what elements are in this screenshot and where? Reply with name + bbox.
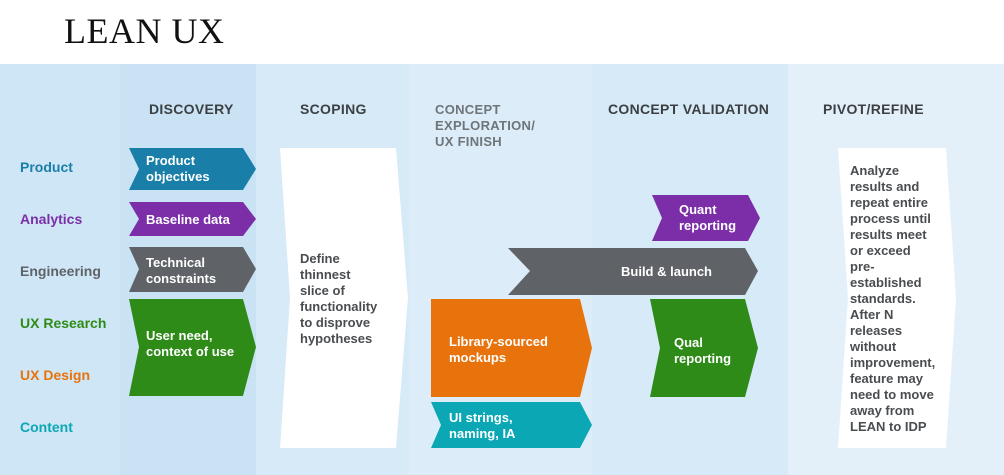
step-pivot-line-11: releases — [850, 323, 903, 338]
step-pivot-line-17: LEAN to IDP — [850, 419, 927, 434]
step-technical-constraints-line-1: Technical — [146, 255, 206, 270]
phase-discovery: DISCOVERY — [149, 101, 234, 117]
step-shape-product-objectives — [129, 148, 256, 190]
step-pivot-line-9: standards. — [850, 291, 916, 306]
step-pivot-line-4: process until — [850, 211, 931, 226]
phase-concept-validation: CONCEPT VALIDATION — [608, 101, 770, 117]
role-ux-design: UX Design — [20, 367, 91, 383]
step-quant-reporting-line-2: reporting — [679, 218, 737, 233]
phase-pivot-refine: PIVOT/REFINE — [823, 101, 924, 117]
phase-concept-exploration-line-3: UX FINISH — [435, 134, 502, 149]
step-library-mockups-line-2: mockups — [449, 350, 507, 365]
step-quant-reporting-line-1: Quant — [679, 202, 717, 217]
step-technical-constraints-line-2: constraints — [146, 271, 217, 286]
step-pivot-line-1: Analyze — [850, 163, 900, 178]
step-library-mockups-line-1: Library-sourced — [449, 334, 548, 349]
step-product-objectives-line-2: objectives — [146, 169, 210, 184]
step-pivot-line-6: or exceed — [850, 243, 911, 258]
step-pivot-line-12: without — [850, 339, 897, 354]
step-scoping-line-3: slice of — [300, 283, 345, 298]
step-baseline-data: Baseline data — [146, 212, 230, 227]
step-shape-user-need — [129, 299, 256, 396]
step-ui-strings-line-1: UI strings, — [449, 410, 513, 425]
step-qual-reporting: Qual reporting — [674, 335, 731, 367]
step-pivot-line-14: feature may — [850, 371, 923, 386]
role-product: Product — [20, 159, 73, 175]
step-pivot-line-13: improvement, — [850, 355, 936, 370]
phase-concept-exploration: CONCEPT EXPLORATION/ UX FINISH — [435, 102, 535, 150]
step-shape-baseline-data — [129, 202, 256, 236]
step-pivot-line-10: After N — [850, 307, 894, 322]
step-shape-technical-constraints — [129, 247, 256, 292]
step-pivot-line-15: need to move — [850, 387, 934, 402]
band-roles — [0, 64, 120, 475]
phase-concept-exploration-line-2: EXPLORATION/ — [435, 118, 536, 133]
step-pivot-text: Analyze results and repeat entire proces… — [850, 163, 935, 435]
role-content: Content — [20, 419, 73, 435]
page-title: LEAN UX — [64, 11, 225, 51]
role-ux-research: UX Research — [20, 315, 107, 331]
step-qual-reporting-line-2: reporting — [674, 351, 732, 366]
step-ui-strings-line-2: naming, IA — [449, 426, 516, 441]
role-engineering: Engineering — [20, 263, 101, 279]
step-product-objectives-line-1: Product — [146, 153, 196, 168]
step-shape-build-launch — [508, 248, 758, 295]
step-shape-ui-strings — [431, 402, 592, 448]
step-user-need-line-1: User need, — [146, 328, 213, 343]
step-scoping-line-1: Define — [300, 251, 340, 266]
step-build-launch: Build & launch — [621, 264, 712, 279]
step-shape-quant-reporting — [652, 195, 760, 241]
step-scoping-line-2: thinnest — [300, 267, 351, 282]
step-qual-reporting-line-1: Qual — [674, 335, 703, 350]
step-quant-reporting: Quant reporting — [679, 202, 736, 234]
phase-scoping: SCOPING — [300, 101, 367, 117]
step-pivot-line-16: away from — [850, 403, 915, 418]
step-user-need-line-2: context of use — [146, 344, 235, 359]
step-shape-pivot — [838, 148, 956, 448]
step-pivot-line-3: repeat entire — [850, 195, 929, 210]
step-technical-constraints: Technical constraints — [146, 255, 216, 287]
step-pivot-line-5: results meet — [850, 227, 927, 242]
step-library-mockups: Library-sourced mockups — [449, 334, 548, 366]
step-pivot-line-8: established — [850, 275, 922, 290]
step-product-objectives: Product objectives — [146, 153, 210, 185]
step-scoping-text: Define thinnest slice of functionality t… — [300, 251, 377, 347]
step-pivot-line-2: results and — [850, 179, 920, 194]
step-shape-scoping — [280, 148, 408, 448]
step-shape-qual-reporting — [650, 299, 758, 397]
role-analytics: Analytics — [20, 211, 83, 227]
step-pivot-line-7: pre- — [850, 259, 875, 274]
step-ui-strings: UI strings, naming, IA — [449, 410, 515, 442]
step-user-need: User need, context of use — [146, 328, 234, 360]
phase-concept-exploration-line-1: CONCEPT — [435, 102, 501, 117]
step-scoping-line-4: functionality — [300, 299, 378, 314]
step-scoping-line-6: hypotheses — [300, 331, 373, 346]
step-scoping-line-5: to disprove — [300, 315, 371, 330]
step-shape-library-mockups — [431, 299, 592, 397]
